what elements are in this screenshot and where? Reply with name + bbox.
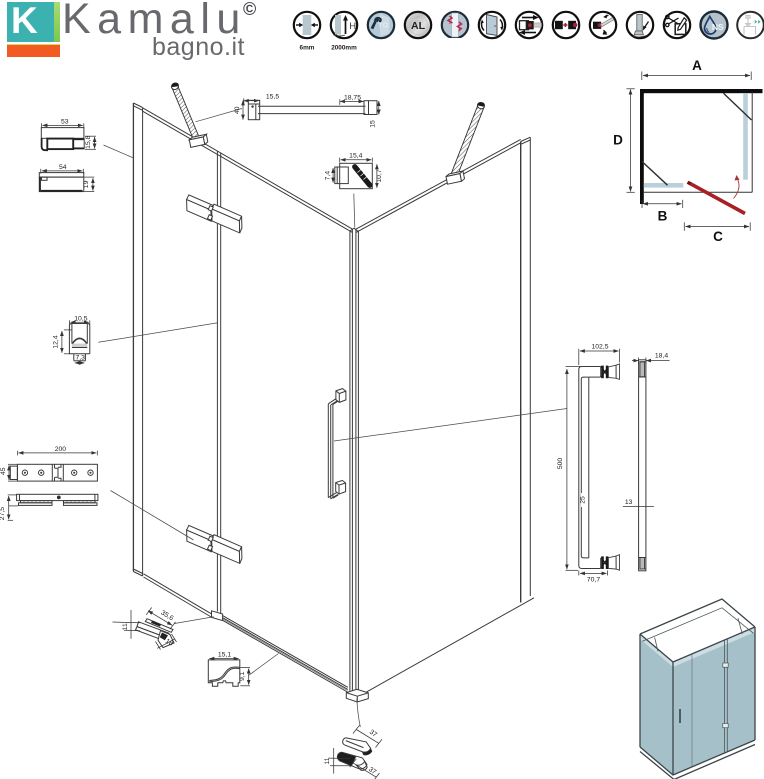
svg-text:13: 13 bbox=[625, 499, 633, 506]
svg-text:9,1: 9,1 bbox=[239, 671, 246, 681]
svg-text:37: 37 bbox=[368, 729, 378, 739]
svg-text:15,1: 15,1 bbox=[218, 652, 231, 659]
svg-text:AL: AL bbox=[411, 20, 426, 32]
svg-text:54: 54 bbox=[59, 164, 67, 171]
svg-text:25: 25 bbox=[579, 496, 586, 504]
svg-text:B: B bbox=[658, 209, 668, 224]
svg-text:12,4: 12,4 bbox=[53, 335, 60, 348]
svg-text:15,4: 15,4 bbox=[349, 152, 362, 159]
svg-text:45: 45 bbox=[0, 467, 7, 475]
svg-text:37: 37 bbox=[367, 766, 377, 776]
svg-text:200: 200 bbox=[55, 446, 67, 453]
svg-text:11: 11 bbox=[122, 623, 129, 630]
svg-text:11: 11 bbox=[324, 757, 331, 764]
svg-text:7,4: 7,4 bbox=[325, 171, 332, 181]
svg-text:A: A bbox=[692, 58, 702, 73]
svg-text:6mm: 6mm bbox=[300, 45, 315, 52]
svg-text:102,5: 102,5 bbox=[591, 344, 608, 351]
svg-text:18,75: 18,75 bbox=[344, 94, 361, 101]
svg-text:15,8: 15,8 bbox=[85, 135, 92, 148]
svg-text:C: C bbox=[713, 229, 723, 244]
svg-text:53: 53 bbox=[61, 118, 69, 125]
svg-text:7,3: 7,3 bbox=[75, 354, 85, 361]
svg-text:10,7: 10,7 bbox=[376, 169, 383, 182]
svg-text:H: H bbox=[349, 21, 356, 32]
svg-text:10,5: 10,5 bbox=[74, 315, 87, 322]
svg-text:500: 500 bbox=[557, 458, 564, 470]
svg-text:19: 19 bbox=[83, 180, 90, 188]
svg-text:15: 15 bbox=[370, 120, 377, 128]
svg-text:D: D bbox=[613, 133, 623, 148]
svg-text:35,6: 35,6 bbox=[159, 610, 174, 623]
svg-text:TG: TG bbox=[378, 20, 389, 29]
svg-text:NS: NS bbox=[712, 22, 724, 32]
svg-text:27,5: 27,5 bbox=[0, 507, 6, 520]
svg-text:18: 18 bbox=[164, 638, 174, 648]
svg-text:2000mm: 2000mm bbox=[331, 45, 357, 52]
svg-text:40: 40 bbox=[234, 106, 241, 114]
svg-text:70,7: 70,7 bbox=[587, 576, 600, 583]
svg-text:15,5: 15,5 bbox=[266, 94, 279, 101]
svg-text:18,4: 18,4 bbox=[655, 353, 668, 360]
